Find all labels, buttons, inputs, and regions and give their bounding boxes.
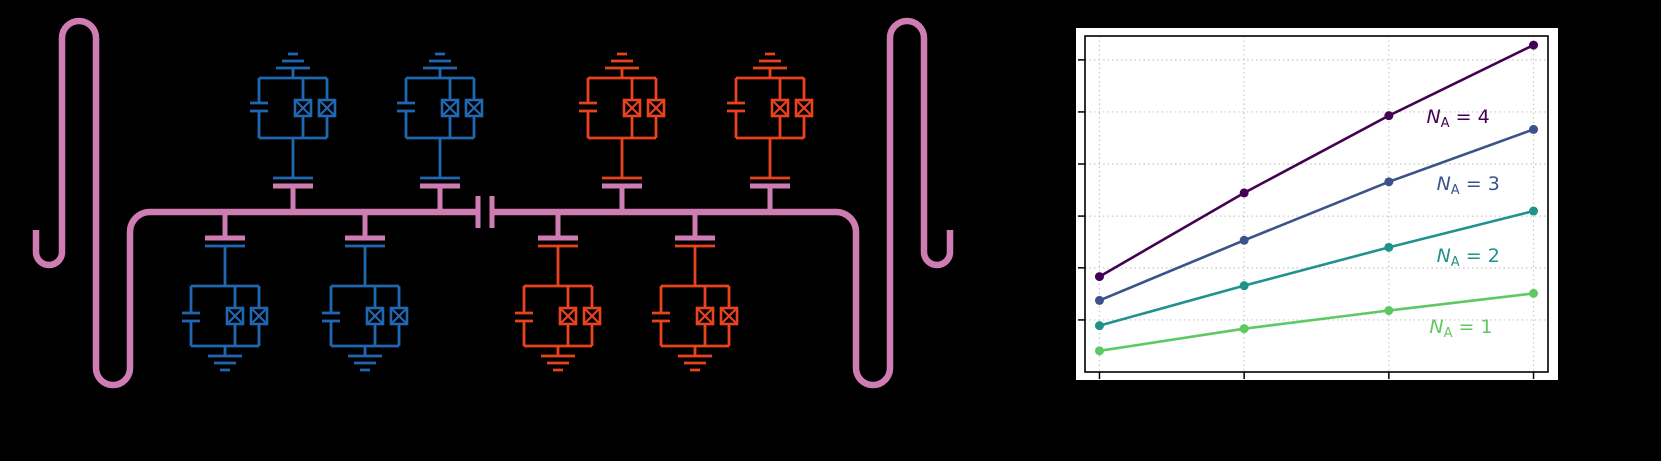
series-line bbox=[1099, 209, 1534, 327]
right-meander-resonator bbox=[492, 17, 954, 389]
data-point-marker bbox=[1239, 281, 1249, 291]
bus-center-capacitor bbox=[475, 196, 495, 228]
series-label: NA = 2 bbox=[1437, 245, 1500, 270]
qubit-orange-bottom-1 bbox=[513, 244, 602, 372]
data-point-marker bbox=[1384, 177, 1394, 187]
qubit-orange-top-1 bbox=[577, 52, 666, 180]
series-label: NA = 4 bbox=[1426, 106, 1489, 131]
qubit-blue-bottom-1 bbox=[180, 244, 269, 372]
plot-spines bbox=[1084, 35, 1549, 373]
series-line bbox=[1099, 292, 1534, 353]
data-point-marker bbox=[1239, 188, 1249, 198]
data-point-marker bbox=[1529, 124, 1539, 134]
left-meander-resonator bbox=[32, 17, 478, 389]
data-point-marker bbox=[1384, 242, 1394, 252]
data-point-marker bbox=[1529, 40, 1539, 50]
qubit-coupling-capacitors bbox=[205, 183, 790, 241]
data-point-marker bbox=[1529, 288, 1539, 298]
data-point-marker bbox=[1094, 321, 1104, 331]
qubit-blue-top-2 bbox=[395, 52, 484, 180]
plot-background bbox=[1076, 28, 1558, 380]
data-point-marker bbox=[1094, 272, 1104, 282]
qubit-orange-bottom-2 bbox=[650, 244, 739, 372]
series-line bbox=[1098, 43, 1535, 278]
data-point-marker bbox=[1384, 111, 1394, 121]
data-point-marker bbox=[1529, 206, 1539, 216]
data-point-marker bbox=[1094, 346, 1104, 356]
series-line bbox=[1098, 128, 1534, 302]
series-label: NA = 1 bbox=[1429, 316, 1492, 341]
data-point-marker bbox=[1384, 306, 1394, 316]
data-point-marker bbox=[1239, 324, 1249, 334]
qubit-blue-bottom-2 bbox=[320, 244, 409, 372]
qubit-orange-top-2 bbox=[725, 52, 814, 180]
data-point-marker bbox=[1239, 235, 1249, 245]
panel-b-chart: NA = 4 NA = 3 NA = 2 NA = 1 bbox=[1076, 28, 1558, 380]
panel-a-circuit bbox=[32, 17, 954, 389]
qubit-blue-top-1 bbox=[248, 52, 337, 180]
series-label: NA = 3 bbox=[1437, 173, 1500, 198]
chart-plot-area: NA = 4 NA = 3 NA = 2 NA = 1 bbox=[1078, 36, 1548, 379]
data-point-marker bbox=[1094, 295, 1104, 305]
